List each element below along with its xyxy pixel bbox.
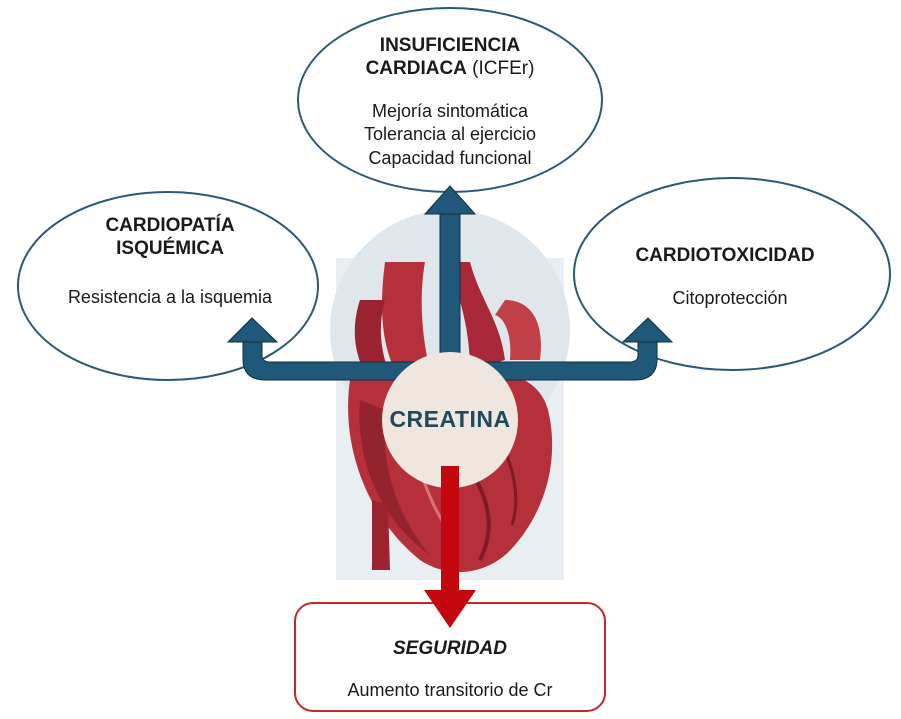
center-circle — [382, 352, 518, 488]
node-left-title-line: ISQUÉMICA — [116, 238, 224, 260]
node-right-ellipse — [573, 177, 891, 371]
node-top-line: Tolerancia al ejercicio — [363, 124, 537, 145]
arrows-blue — [226, 185, 674, 383]
node-left-title: CARDIOPATÍA ISQUÉMICA — [70, 214, 270, 260]
node-right-title: CARDIOTOXICIDAD — [635, 245, 815, 266]
node-top-line: Capacidad funcional — [368, 147, 532, 168]
node-top-title-bold: INSUFICIENCIA CARDIACA — [365, 35, 521, 80]
node-top-body: Mejoría sintomática Tolerancia al ejerci… — [315, 100, 585, 170]
node-bottom-body: Aumento transitorio de Cr — [347, 680, 553, 700]
node-right-body: Citoprotección — [672, 288, 788, 308]
node-top-title-suffix: (ICFEr) — [466, 58, 535, 80]
node-bottom-title: SEGURIDAD — [392, 638, 507, 659]
node-left-title-line: CARDIOPATÍA — [105, 215, 235, 236]
node-top-title: INSUFICIENCIA CARDIACA (ICFEr) — [330, 34, 570, 80]
center-label: CREATINA — [389, 406, 511, 432]
arrow-red — [424, 466, 476, 628]
node-top-line: Mejoría sintomática — [371, 101, 529, 121]
node-left-body: Resistencia a la isquemia — [67, 287, 273, 307]
